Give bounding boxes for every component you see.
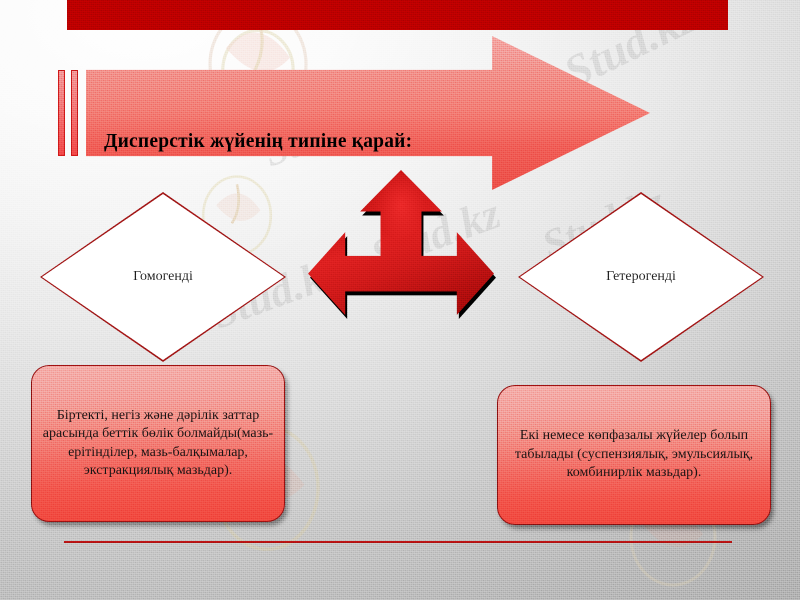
diamond-label-heterogeneous: Гетерогенді xyxy=(606,269,676,284)
description-box-homogeneous[interactable]: Біртекті, негіз және дәрілік заттар арас… xyxy=(31,365,285,522)
title-arrow-group: Дисперстік жүйенің типіне қарай: xyxy=(58,35,652,191)
three-way-arrow-highlight xyxy=(308,170,494,316)
top-banner xyxy=(67,0,728,30)
diamond-label-homogeneous: Гомогенді xyxy=(133,269,193,284)
title-accent-bar-2 xyxy=(71,70,78,156)
three-way-arrow-icon xyxy=(308,170,496,320)
description-text-homogeneous: Біртекті, негіз және дәрілік заттар арас… xyxy=(42,407,274,478)
diamond-heterogeneous[interactable]: Гетерогенді xyxy=(518,192,764,362)
title-accent-bar-1 xyxy=(58,70,65,156)
description-text-heterogeneous: Екі немесе көпфазалы жүйелер болып табыл… xyxy=(514,428,754,481)
page-title: Дисперстік жүйенің типіне қарай: xyxy=(104,131,413,152)
description-box-heterogeneous[interactable]: Екі немесе көпфазалы жүйелер болып табыл… xyxy=(497,385,771,525)
right-arrow-icon xyxy=(86,36,650,190)
diamond-homogeneous[interactable]: Гомогенді xyxy=(40,192,286,362)
bottom-divider xyxy=(64,541,732,543)
